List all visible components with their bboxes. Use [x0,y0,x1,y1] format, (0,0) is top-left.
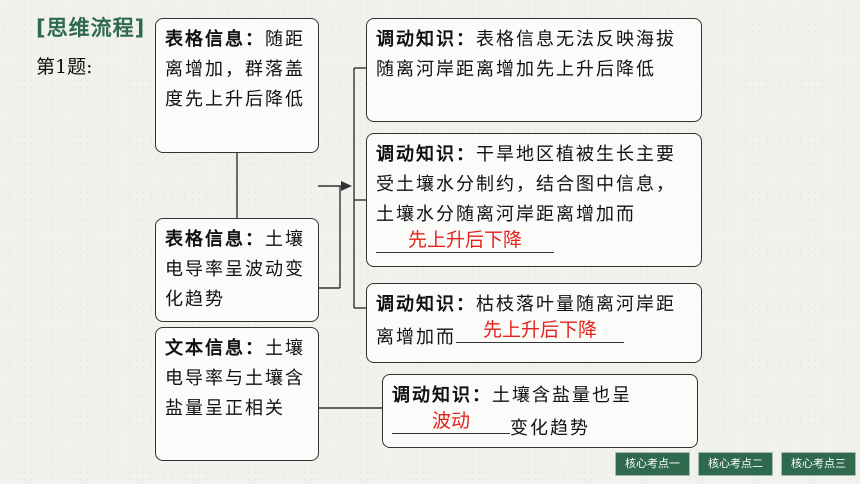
answer-text: 先上升后下降 [407,229,522,251]
knowledge-box-soil-water: 调动知识：干旱地区植被生长主要受土壤水分制约，结合图中信息，土壤水分随离河岸距离… [366,133,702,267]
info-box-text: 土壤电导率与土壤含盐量呈正相关 [165,338,305,419]
info-box-text-salinity: 文本信息：土壤电导率与土壤含盐量呈正相关 [155,327,319,461]
knowledge-box-text-after: 变化趋势 [510,418,590,439]
info-box-text: 随距离增加，群落盖度先上升后降低 [165,29,305,110]
knowledge-box-tag: 调动知识： [376,294,476,315]
info-box-distance: 表格信息：随距离增加，群落盖度先上升后降低 [155,18,319,153]
knowledge-box-altitude: 调动知识：表格信息无法反映海拔随离河岸距离增加先上升后降低 [366,18,702,122]
knowledge-box-tag: 调动知识： [376,144,476,165]
nav-tabs: 核心考点一 核心考点二 核心考点三 [615,452,856,476]
question-label: 第1题: [36,56,93,78]
knowledge-box-tag: 调动知识： [376,29,476,50]
knowledge-box-text: 枯枝落叶量随离河岸距离增加而 [376,294,676,348]
info-box-tag: 表格信息： [165,29,265,50]
knowledge-box-salinity: 调动知识：土壤含盐量也呈波动 变化趋势 [382,374,698,448]
knowledge-box-text: 土壤含盐量也呈 [492,385,632,406]
info-box-text: 土壤电导率呈波动变化趋势 [165,229,305,310]
section-heading: [思维流程] [36,16,146,40]
answer-blank: 先上升后下降 [456,319,624,343]
answer-blank: 先上升后下降 [376,229,554,253]
answer-text: 波动 [431,410,470,432]
answer-blank: 波动 [392,410,510,434]
knowledge-box-text: 表格信息无法反映海拔随离河岸距离增加先上升后降低 [376,29,676,80]
tab-core-point-1[interactable]: 核心考点一 [615,452,690,476]
arrow-head [341,181,352,191]
info-box-tag: 文本信息： [165,338,265,359]
info-box-tag: 表格信息： [165,229,265,250]
knowledge-box-tag: 调动知识： [392,385,492,406]
knowledge-box-text: 干旱地区植被生长主要受土壤水分制约，结合图中信息，土壤水分随离河岸距离增加而 [376,144,676,225]
info-box-conductivity: 表格信息：土壤电导率呈波动变化趋势 [155,218,319,322]
tab-core-point-3[interactable]: 核心考点三 [781,452,856,476]
knowledge-box-litter: 调动知识：枯枝落叶量随离河岸距离增加而先上升后下降 [366,283,702,363]
answer-text: 先上升后下降 [482,319,597,341]
tab-core-point-2[interactable]: 核心考点二 [698,452,773,476]
